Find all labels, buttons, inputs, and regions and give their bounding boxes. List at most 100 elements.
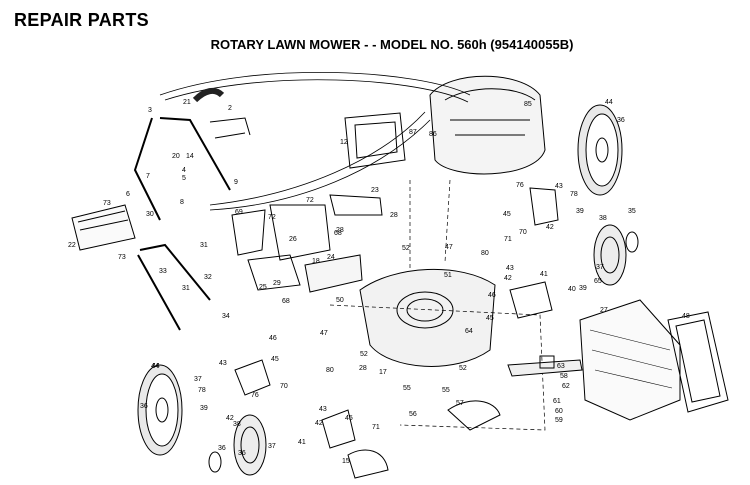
- part-callout: 34: [222, 313, 230, 320]
- part-callout: 17: [379, 369, 387, 376]
- mower-deck-drawing: [329, 179, 546, 431]
- part-callout: 9: [234, 179, 238, 186]
- part-callout: 44: [605, 99, 613, 106]
- part-callout: 85: [524, 101, 532, 108]
- blade-drawing: [507, 355, 583, 377]
- part-callout: 28: [390, 212, 398, 219]
- part-callout: 43: [219, 360, 227, 367]
- part-callout: 55: [442, 387, 450, 394]
- part-callout: 61: [553, 398, 561, 405]
- decal-panel-drawing: [344, 112, 406, 169]
- part-callout: 6: [126, 191, 130, 198]
- part-callout: 55: [403, 385, 411, 392]
- part-callout: 47: [445, 244, 453, 251]
- part-callout: 40: [568, 286, 576, 293]
- part-callout: 43: [555, 183, 563, 190]
- part-callout: 46: [269, 335, 277, 342]
- page-heading: REPAIR PARTS: [14, 10, 149, 30]
- part-callout: 21: [183, 99, 191, 106]
- part-callout: 86: [429, 131, 437, 138]
- part-callout: 39: [576, 208, 584, 215]
- drive-wheel-left-drawing: [208, 414, 267, 476]
- part-callout: 52: [402, 245, 410, 252]
- part-callout: 48: [682, 313, 690, 320]
- part-callout: 70: [280, 383, 288, 390]
- part-callout: 52: [459, 365, 467, 372]
- part-callout: 47: [320, 330, 328, 337]
- bracket-drawing: [231, 194, 383, 293]
- part-callout: 31: [182, 285, 190, 292]
- part-callout: 3: [148, 107, 152, 114]
- part-callout: 2: [228, 105, 232, 112]
- part-callout: 38: [233, 421, 241, 428]
- part-callout: 87: [409, 129, 417, 136]
- part-callout: 24: [327, 254, 335, 261]
- page-subheading: ROTARY LAWN MOWER - - MODEL NO. 560h (95…: [210, 37, 574, 52]
- part-callout: 38: [599, 215, 607, 222]
- rear-right-wheel-drawing: [577, 104, 623, 196]
- part-callout: 80: [326, 367, 334, 374]
- part-callout: 71: [372, 424, 380, 431]
- part-callout: 26: [289, 236, 297, 243]
- part-callout: 76: [516, 182, 524, 189]
- part-callout: 29: [273, 280, 281, 287]
- part-callout: 42: [315, 420, 323, 427]
- height-adjuster-drawing: [234, 187, 559, 449]
- lower-handle-drawing: [137, 243, 211, 331]
- part-callout: 14: [186, 153, 194, 160]
- part-callout: 76: [251, 392, 259, 399]
- part-callout: 37: [194, 376, 202, 383]
- part-callout: 28: [336, 227, 344, 234]
- part-callout: 52: [360, 351, 368, 358]
- part-callout: 58: [560, 373, 568, 380]
- part-callout: 23: [371, 187, 379, 194]
- part-callout: 45: [345, 415, 353, 422]
- part-callout: 45: [503, 211, 511, 218]
- part-callout: 44: [152, 363, 160, 370]
- part-callout: 45: [271, 356, 279, 363]
- drive-wheel-right-drawing: [593, 224, 639, 286]
- part-callout: 39: [579, 285, 587, 292]
- part-callout: 37: [268, 443, 276, 450]
- part-callout: 30: [146, 211, 154, 218]
- part-callout: 4: [182, 167, 186, 174]
- part-callout: 57: [456, 400, 464, 407]
- part-callout: 63: [557, 363, 565, 370]
- part-callout: 64: [465, 328, 473, 335]
- part-callout: 80: [481, 250, 489, 257]
- part-callout: 35: [628, 208, 636, 215]
- part-callout: 68: [282, 298, 290, 305]
- part-callout: 18: [312, 258, 320, 265]
- part-callout: 45: [486, 315, 494, 322]
- part-callout: 78: [198, 387, 206, 394]
- part-callout: 31: [200, 242, 208, 249]
- part-callout: 28: [359, 365, 367, 372]
- part-callout: 41: [540, 271, 548, 278]
- part-callout: 65: [594, 278, 602, 285]
- part-callout: 72: [268, 214, 276, 221]
- part-callout: 22: [68, 242, 76, 249]
- part-callout: 68: [334, 230, 342, 237]
- part-callout: 36: [238, 450, 246, 457]
- part-callout: 72: [306, 197, 314, 204]
- part-callout: 36: [617, 117, 625, 124]
- part-callout: 25: [259, 284, 267, 291]
- part-callout: 59: [555, 417, 563, 424]
- part-callout: 43: [319, 406, 327, 413]
- part-callout: 36: [218, 445, 226, 452]
- part-callout: 78: [570, 191, 578, 198]
- upper-handle-drawing: [133, 87, 251, 221]
- part-callout: 69: [235, 209, 243, 216]
- part-callout: 39: [200, 405, 208, 412]
- part-callout: 71: [504, 236, 512, 243]
- part-callout: 62: [562, 383, 570, 390]
- part-callout: 42: [546, 224, 554, 231]
- part-callout: 73: [103, 200, 111, 207]
- front-left-wheel-drawing: [137, 364, 183, 456]
- part-callout: 7: [146, 173, 150, 180]
- part-callout: 70: [519, 229, 527, 236]
- part-callout: 51: [444, 272, 452, 279]
- part-callout: 50: [336, 297, 344, 304]
